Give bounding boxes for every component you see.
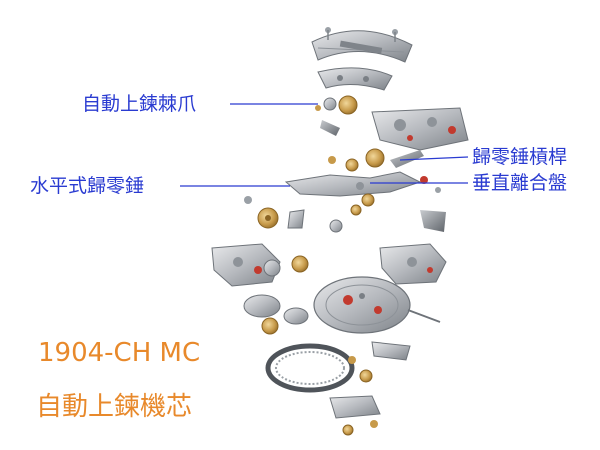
balance-bridge xyxy=(379,243,447,285)
mainspring-barrel xyxy=(243,294,309,335)
rotor-bridge xyxy=(317,67,393,91)
vertical-clutch-callout: 垂直離合盤 xyxy=(472,172,568,194)
hammer-lever-callout: 歸零錘槓桿 xyxy=(472,146,568,168)
chronograph-bridge xyxy=(211,243,309,287)
oscillating-rotor xyxy=(311,27,413,63)
calibre-title: 1904-CH MC xyxy=(38,338,201,368)
wheel-train xyxy=(244,196,446,233)
chronograph-levers xyxy=(284,148,441,207)
date-ring xyxy=(265,343,355,393)
pawl-wheel-cluster xyxy=(315,95,358,136)
main-plate xyxy=(313,276,441,334)
automatic-bridge xyxy=(371,107,469,151)
lower-parts xyxy=(329,341,411,436)
horizontal-hammer-callout: 水平式歸零錘 xyxy=(30,175,145,197)
movement-type-title: 自動上鍊機芯 xyxy=(36,392,193,422)
pawl-callout: 自動上鍊棘爪 xyxy=(82,93,197,115)
hammer-lever-leader xyxy=(399,156,469,161)
